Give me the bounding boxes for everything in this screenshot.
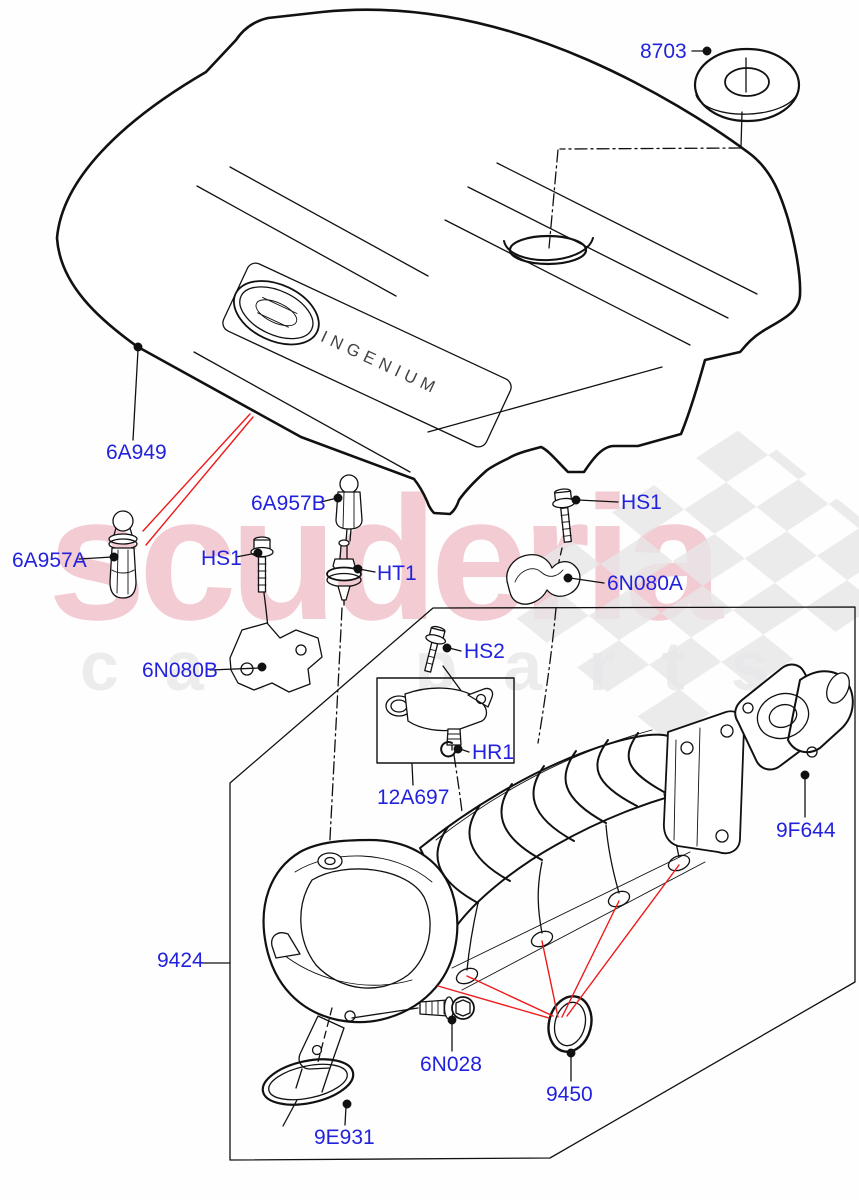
intake-manifold-drawing (262, 710, 745, 1093)
bolt-hs1-left-drawing (250, 536, 274, 593)
spark-plug-ht1-drawing (326, 539, 362, 606)
part-label-9f644: 9F644 (776, 819, 836, 842)
throttle-body-9f644-drawing (734, 663, 854, 771)
part-label-9e931: 9E931 (314, 1126, 375, 1149)
part-label-hs2: HS2 (464, 640, 505, 663)
bracket-6n080b-drawing (229, 622, 323, 693)
part-label-12a697: 12A697 (377, 786, 450, 809)
bolt-hs1-right-drawing (552, 488, 576, 543)
part-label-ht1: HT1 (377, 562, 417, 585)
part-label-8703: 8703 (640, 40, 687, 63)
part-label-6n080a: 6N080A (607, 572, 683, 595)
tube-6a957b-drawing (335, 474, 363, 542)
engine-cover-drawing: INGENIUM (55, 8, 802, 516)
part-label-6a949: 6A949 (106, 441, 167, 464)
part-label-9424: 9424 (157, 949, 204, 972)
tube-6a957a-drawing (108, 510, 138, 599)
part-label-9450: 9450 (546, 1083, 593, 1106)
manifold-box (229, 606, 856, 1161)
part-label-6a957a: 6A957A (12, 549, 87, 572)
part-label-6a957b: 6A957B (251, 492, 326, 515)
label-leaders (78, 46, 810, 1126)
part-label-hr1: HR1 (472, 741, 515, 764)
map-sensor-12a697-drawing (376, 677, 515, 764)
part-label-hs1-left: HS1 (201, 547, 242, 570)
part-label-6n080b: 6N080B (142, 659, 218, 682)
grommet-8703-drawing (693, 47, 801, 148)
bolt-hs2-drawing (424, 625, 447, 673)
cover-grommet-recess (503, 234, 594, 266)
red-locator-lines (142, 413, 680, 1019)
oring-hr1-drawing (440, 741, 456, 758)
gasket-9450-drawing (547, 995, 593, 1053)
part-label-6n028: 6N028 (420, 1053, 482, 1076)
gasket-9e931-drawing (261, 1058, 355, 1127)
part-label-hs1-right: HS1 (621, 491, 662, 514)
bracket-6n080a-drawing (506, 554, 581, 605)
bolt-6n028-drawing (351, 996, 475, 1020)
